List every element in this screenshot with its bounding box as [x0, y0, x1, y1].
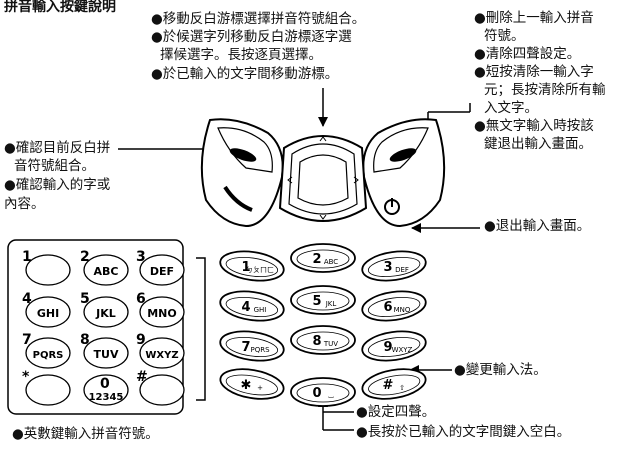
- legend-key-1: 1: [22, 249, 71, 286]
- svg-text:0: 0: [100, 376, 110, 392]
- svg-text:ABC: ABC: [94, 265, 119, 278]
- svg-text:+: +: [257, 384, 263, 392]
- phone-key-11[interactable]: 0⌴: [290, 377, 356, 407]
- svg-text:PQRS: PQRS: [33, 350, 64, 361]
- phone-key-12[interactable]: #⇧: [360, 365, 428, 404]
- svg-text:JKL: JKL: [325, 300, 337, 308]
- svg-text:DEF: DEF: [150, 265, 174, 278]
- svg-text:✱: ✱: [241, 378, 252, 393]
- svg-text:ㄅㄆㄇㄈ: ㄅㄆㄇㄈ: [246, 266, 274, 274]
- svg-text:DEF: DEF: [395, 266, 409, 274]
- phone-key-5[interactable]: 5 JKL: [290, 285, 356, 315]
- svg-text:1: 1: [241, 260, 250, 275]
- right-soft-key[interactable]: [362, 118, 446, 228]
- phone-key-4[interactable]: 4 GHI: [218, 288, 285, 325]
- svg-text:8: 8: [80, 332, 90, 348]
- svg-text:7: 7: [241, 340, 250, 355]
- svg-text:8: 8: [312, 334, 321, 349]
- svg-text:6: 6: [136, 291, 146, 307]
- svg-text:MNO: MNO: [147, 307, 177, 320]
- svg-text:MNO: MNO: [394, 306, 411, 314]
- svg-text:0: 0: [312, 386, 321, 401]
- end-key-annotation: ●退出輸入畫面。: [484, 218, 591, 234]
- svg-text:9: 9: [383, 340, 392, 355]
- left-soft-key[interactable]: [200, 118, 284, 228]
- svg-text:#: #: [136, 369, 148, 385]
- svg-text:⌴: ⌴: [328, 392, 334, 400]
- page-title: 拼音輸入按鍵說明: [4, 0, 116, 15]
- legend-key-12: #: [136, 369, 185, 406]
- svg-text:5: 5: [312, 294, 321, 309]
- navigation-key[interactable]: [278, 135, 368, 222]
- svg-text:GHI: GHI: [37, 307, 59, 320]
- svg-text:2: 2: [80, 249, 90, 265]
- svg-text:WXYZ: WXYZ: [392, 346, 413, 354]
- hash-key-annotation: ●變更輸入法。: [454, 362, 547, 378]
- svg-text:4: 4: [241, 300, 250, 315]
- leader-lines: [118, 88, 480, 431]
- svg-text:WXYZ: WXYZ: [145, 350, 178, 361]
- svg-text:*: *: [22, 369, 30, 385]
- svg-text:12345: 12345: [89, 392, 124, 403]
- phone-key-10[interactable]: ✱+: [218, 365, 286, 404]
- svg-text:JKL: JKL: [95, 307, 116, 320]
- svg-text:9: 9: [136, 332, 146, 348]
- svg-text:3: 3: [136, 249, 146, 265]
- svg-text:3: 3: [383, 260, 392, 275]
- svg-text:TUV: TUV: [94, 348, 119, 361]
- svg-text:7: 7: [22, 332, 32, 348]
- svg-text:1: 1: [22, 249, 32, 265]
- svg-text:5: 5: [80, 291, 90, 307]
- svg-text:6: 6: [383, 300, 392, 315]
- svg-text:ABC: ABC: [324, 258, 338, 266]
- svg-text:PQRS: PQRS: [250, 346, 270, 354]
- svg-text:2: 2: [312, 252, 321, 267]
- svg-text:⇧: ⇧: [399, 384, 405, 392]
- svg-text:GHI: GHI: [254, 306, 267, 314]
- number-keys-annotation: ●英數鍵輸入拼音符號。: [12, 426, 159, 442]
- svg-text:4: 4: [22, 291, 32, 307]
- svg-text:TUV: TUV: [323, 340, 338, 348]
- svg-text:#: #: [383, 378, 394, 393]
- legend-key-10: *: [22, 369, 71, 406]
